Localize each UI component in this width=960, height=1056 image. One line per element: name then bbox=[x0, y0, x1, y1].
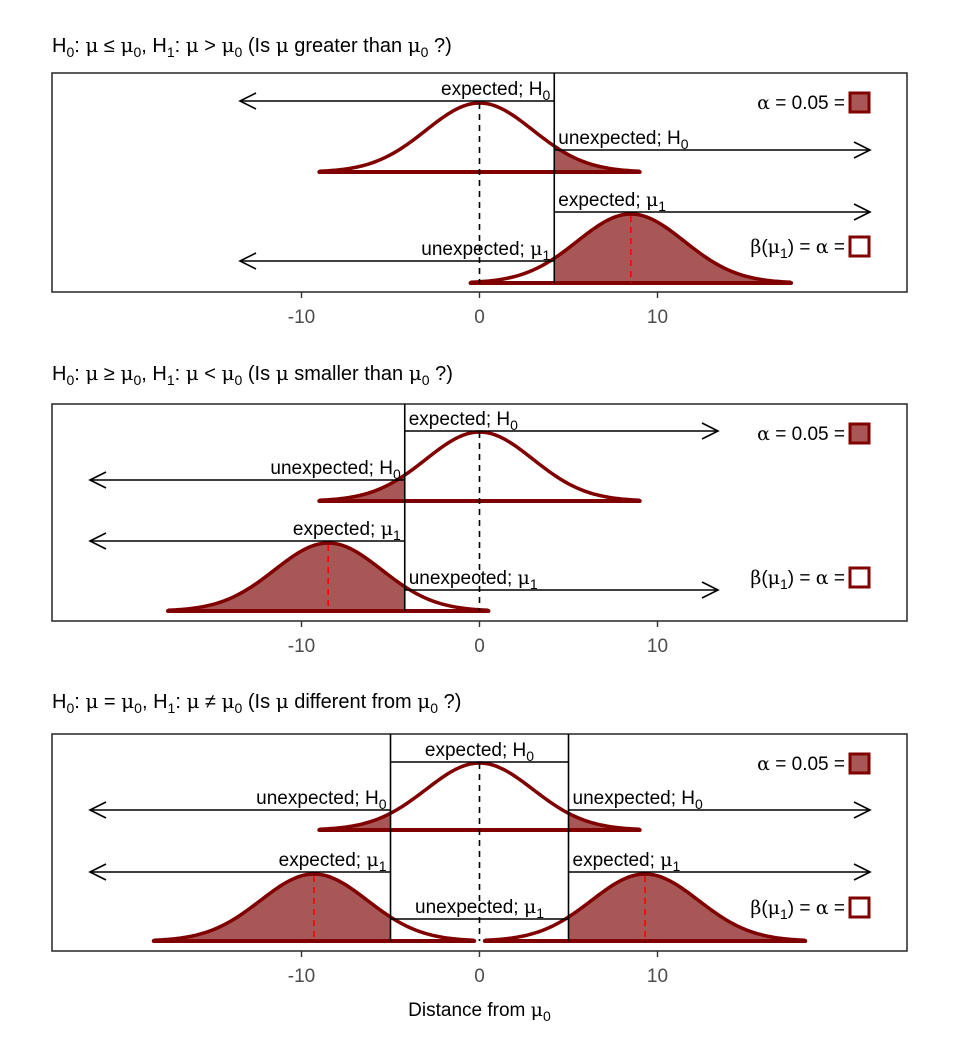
panel-1-alt-0-shaded-area-0 bbox=[554, 214, 791, 283]
panel-3-x-axis-label: Distance from μ0​ bbox=[408, 999, 551, 1024]
panel-3-legend-alpha: α = 0.05 = bbox=[757, 753, 845, 775]
panel-3-annotation-3-arrow-head bbox=[88, 863, 107, 881]
panel-3-annotation-2-arrow-head bbox=[853, 801, 872, 819]
panel-3-title: H0​: μ = μ0​, H1​: μ ≠ μ0​ (Is μ differe… bbox=[52, 689, 461, 716]
panel-2-alt-0-shaded-area-0 bbox=[168, 543, 405, 611]
panel-1-tick-label-1: 0 bbox=[474, 307, 485, 328]
panel-3-tick-label-2: 10 bbox=[647, 966, 668, 987]
panel-3-annotation-1: unexpected; H0​ bbox=[256, 788, 387, 812]
panel-2-annotation-1: unexpected; H0​ bbox=[270, 458, 401, 482]
panel-3-annotation-4: expected; μ1​ bbox=[573, 849, 681, 874]
panel-3-annotation-3: expected; μ1​ bbox=[279, 849, 387, 874]
panel-2-annotation-2: expected; μ1​ bbox=[293, 518, 401, 543]
panel-2-tick-label-1: 0 bbox=[474, 636, 485, 657]
panel-3-null-shaded-area-0 bbox=[319, 813, 391, 830]
panel-3-legend-beta: β(μ1​) = α = bbox=[750, 897, 845, 922]
panel-3-tick-label-0: -10 bbox=[288, 966, 315, 987]
panel-2-annotation-0: expected; H0​ bbox=[409, 409, 518, 433]
panel-2-annotation-3-arrow-head bbox=[701, 581, 720, 599]
panel-1-annotation-2: expected; μ1​ bbox=[558, 189, 666, 214]
panel-1-annotation-3: unexpected; μ1​ bbox=[421, 238, 550, 263]
panel-3-alt-1-curve bbox=[484, 872, 806, 943]
panel-2-alt-0-curve bbox=[167, 541, 489, 612]
panel-3-alt-0-shaded-area-0 bbox=[153, 874, 391, 941]
panel-1-annotation-2-arrow-head bbox=[853, 203, 872, 221]
panel-3-annotation-4-arrow-head bbox=[853, 863, 872, 881]
panel-3-alt-0-curve bbox=[153, 872, 475, 943]
panel-2-legend-alpha-swatch bbox=[848, 422, 871, 445]
panel-2-legend-alpha: α = 0.05 = bbox=[757, 423, 845, 445]
panel-3-annotation-1-arrow-head bbox=[88, 801, 107, 819]
panel-3-null-shaded-area-1 bbox=[568, 813, 640, 830]
panel-3-annotation-2: unexpected; H0​ bbox=[573, 788, 704, 812]
panel-2-title: H0​: μ ≥ μ0​, H1​: μ < μ0​ (Is μ smaller… bbox=[52, 361, 453, 388]
panel-1-tick-label-2: 10 bbox=[647, 307, 668, 328]
panel-2-annotation-2-arrow-head bbox=[88, 532, 107, 550]
panel-2-legend-beta-swatch bbox=[848, 566, 871, 589]
panel-1-annotation-1: unexpected; H0​ bbox=[558, 128, 689, 152]
panel-2-annotation-3: unexpected; μ1​ bbox=[409, 567, 538, 592]
panel-1-legend-alpha: α = 0.05 = bbox=[757, 92, 845, 114]
panel-3-legend-beta-swatch bbox=[848, 896, 871, 919]
panel-2-annotation-0-arrow-head bbox=[701, 422, 720, 440]
panel-3-annotation-5: unexpected; μ1​ bbox=[415, 896, 544, 921]
panel-2-annotation-1-arrow-head bbox=[88, 471, 107, 489]
panel-1-title: H0​: μ ≤ μ0​, H1​: μ > μ0​ (Is μ greater… bbox=[52, 33, 452, 60]
panel-1-null-shaded-area-0 bbox=[554, 146, 640, 172]
panel-3-legend-alpha-swatch bbox=[848, 752, 871, 775]
panel-2-null-shaded-area-0 bbox=[319, 475, 405, 501]
panel-3-tick-label-1: 0 bbox=[474, 966, 485, 987]
panel-2-legend-beta: β(μ1​) = α = bbox=[750, 567, 845, 592]
panel-2-tick-label-0: -10 bbox=[288, 636, 315, 657]
panel-1-annotation-0-arrow-head bbox=[238, 92, 257, 110]
panel-1-annotation-1-arrow-head bbox=[853, 141, 872, 159]
panel-1-legend-beta: β(μ1​) = α = bbox=[750, 236, 845, 261]
panel-2-tick-label-2: 10 bbox=[647, 636, 668, 657]
panel-1-tick-label-0: -10 bbox=[288, 307, 315, 328]
panel-1-legend-alpha-swatch bbox=[848, 91, 871, 114]
panel-3-annotation-0: expected; H0​ bbox=[425, 740, 534, 764]
panel-1-annotation-3-arrow-head bbox=[238, 252, 257, 270]
panel-1-legend-beta-swatch bbox=[848, 235, 871, 258]
panel-3-alt-1-shaded-area-0 bbox=[568, 874, 806, 941]
panel-1-alt-0-curve bbox=[470, 212, 792, 284]
panel-1-annotation-0: expected; H0​ bbox=[441, 79, 550, 103]
